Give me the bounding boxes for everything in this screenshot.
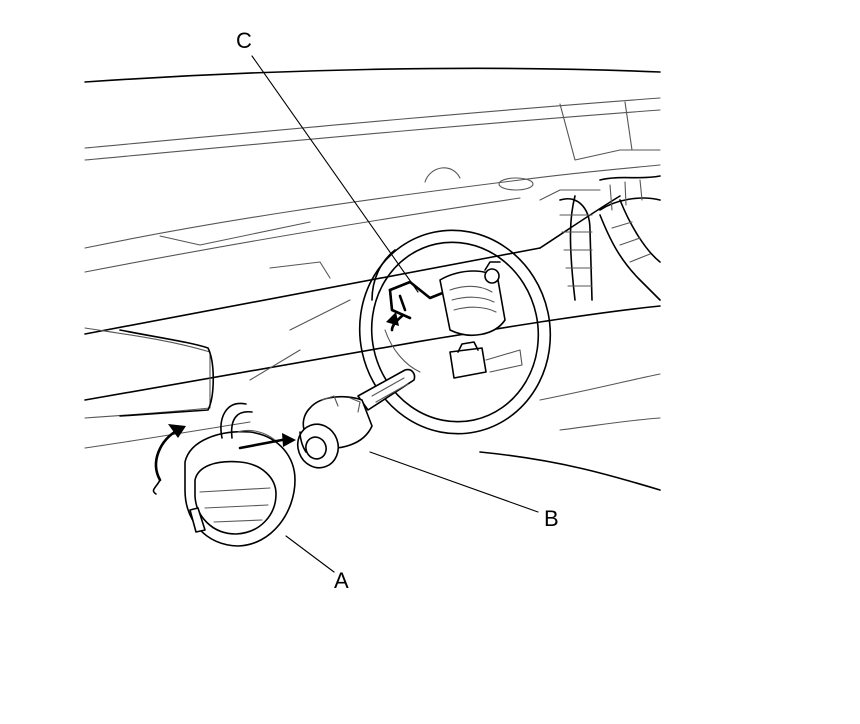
vehicle-body-lines — [84, 67, 661, 491]
halogen-bulb — [296, 368, 416, 469]
leader-line-b — [369, 451, 539, 513]
callout-label-c: C — [236, 28, 252, 53]
retaining-spring-clip — [386, 261, 523, 379]
leader-line-c — [251, 55, 419, 293]
callout-leaders — [251, 55, 539, 573]
headlight-housing-socket — [358, 229, 552, 435]
leader-line-a — [285, 535, 335, 573]
callout-label-b: B — [544, 506, 559, 531]
callout-label-a: A — [334, 568, 349, 593]
electrical-connector — [152, 402, 296, 547]
